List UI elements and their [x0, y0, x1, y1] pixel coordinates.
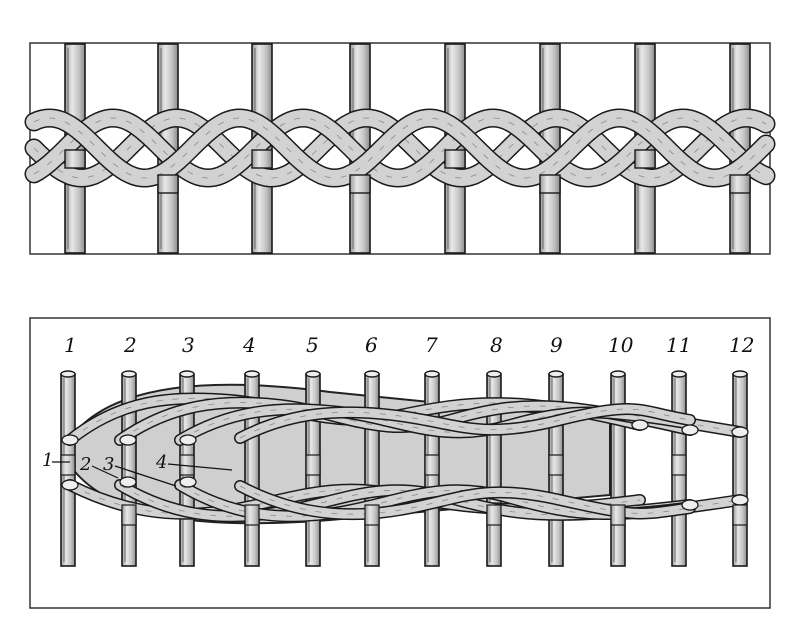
stake-front-segment — [729, 174, 751, 194]
strand-label: 2 — [79, 454, 91, 475]
weaver-end — [61, 434, 79, 446]
top-stakes-front — [64, 149, 751, 194]
strand-label: 4 — [155, 452, 167, 473]
stake-label: 8 — [490, 333, 503, 357]
weaver — [234, 480, 696, 521]
stake — [610, 370, 626, 567]
stake-label: 12 — [729, 333, 754, 357]
stake-label: 3 — [182, 333, 195, 357]
strand-leader-line — [114, 465, 177, 487]
bottom-stakes-front — [60, 454, 748, 526]
stake-label: 5 — [306, 333, 319, 357]
stake-label: 1 — [64, 333, 77, 357]
strand-leader-line — [167, 463, 233, 471]
weaver-end — [731, 426, 749, 438]
stake-front-segment — [486, 504, 502, 526]
strand — [24, 108, 776, 188]
stake-front-segment — [349, 174, 371, 194]
stake-front-segment — [539, 174, 561, 194]
stake-front-segment — [634, 149, 656, 169]
top-strands — [24, 108, 776, 188]
weaver-end — [631, 419, 649, 431]
weaver-end — [61, 479, 79, 491]
weaver — [234, 403, 696, 444]
stake-front-segment — [610, 504, 626, 526]
stake-front-segment — [548, 454, 564, 476]
stake-front-segment — [364, 504, 380, 526]
stake-label: 11 — [666, 333, 691, 357]
stake-front-segment — [424, 454, 440, 476]
stake-label: 4 — [242, 333, 256, 357]
stake — [732, 370, 748, 567]
stake-front-segment — [157, 174, 179, 194]
weaver-end — [179, 434, 197, 446]
weaver-end — [681, 424, 699, 436]
strand — [24, 108, 776, 188]
stake-front-segment — [64, 149, 86, 169]
weaver — [114, 396, 696, 446]
top-panel — [24, 42, 776, 255]
weaver-end — [119, 434, 137, 446]
bottom-panel: 1 2 3 4 5 6 7 8 9 10 11 12 1 2 3 4 — [29, 317, 771, 609]
weaver-end — [119, 476, 137, 488]
stake-front-segment — [121, 504, 137, 526]
strand-leader-line — [91, 465, 119, 479]
stake-label: 9 — [550, 333, 563, 357]
weaver-end — [731, 494, 749, 506]
strand-label: 1 — [42, 450, 53, 471]
strand-label: 3 — [103, 454, 114, 475]
stake-front-segment — [671, 454, 687, 476]
stake-front-segment — [60, 454, 76, 476]
stake-front-segment — [732, 504, 748, 526]
stake-label: 2 — [123, 333, 137, 357]
stake — [364, 370, 380, 567]
stake-front-segment — [251, 149, 273, 169]
stake-label: 10 — [608, 333, 634, 357]
weaver-end — [179, 476, 197, 488]
stake-label: 7 — [425, 333, 438, 357]
stake-front-segment — [305, 454, 321, 476]
weaver-end — [681, 499, 699, 511]
stake-front-segment — [444, 149, 466, 169]
stake-front-segment — [244, 504, 260, 526]
stake-label: 6 — [365, 333, 378, 357]
